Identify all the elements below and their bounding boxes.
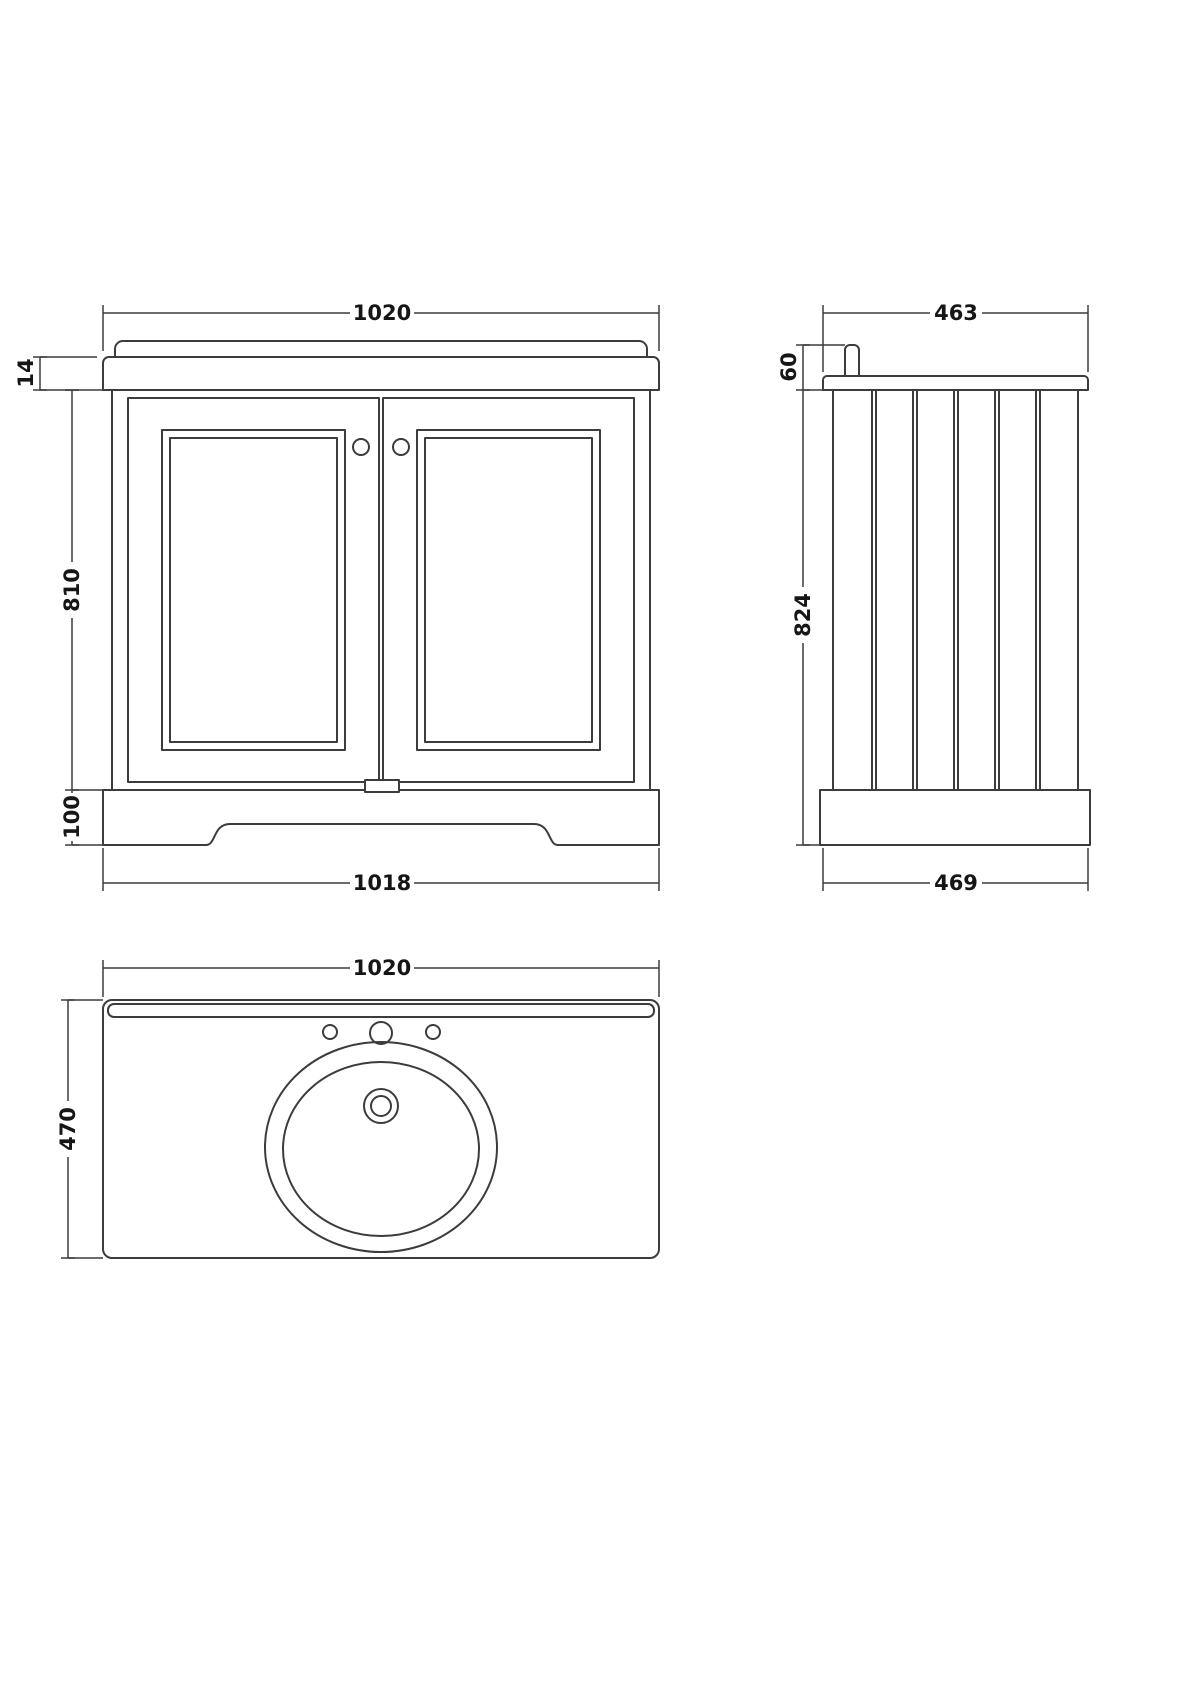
dim-side-bottom-depth-label: 469 xyxy=(934,871,978,895)
dim-side-total-height: 824 xyxy=(790,390,820,846)
front-plinth xyxy=(102,789,660,846)
dim-front-plinth-height: 100 xyxy=(59,790,103,846)
front-door-catch xyxy=(364,779,400,793)
plan-basin-outer xyxy=(264,1041,498,1253)
front-left-door xyxy=(127,397,380,783)
front-right-knob xyxy=(392,438,410,456)
dim-front-worktop-thickness: 14 xyxy=(14,356,103,391)
plan-basin-inner xyxy=(282,1061,480,1237)
side-panel xyxy=(832,389,1079,791)
front-worktop xyxy=(102,356,660,391)
front-right-door-panel xyxy=(416,429,601,751)
dim-front-bottom-width: 1018 xyxy=(102,848,660,895)
side-plinth xyxy=(819,789,1091,846)
dim-plan-depth-label: 470 xyxy=(56,1107,80,1151)
plan-tap-hole-left xyxy=(322,1024,338,1040)
side-panel-planks xyxy=(871,389,1041,791)
dim-side-top-depth: 463 xyxy=(822,301,1089,372)
dim-side-upstand-height: 60 xyxy=(777,344,845,391)
dim-plan-width: 1020 xyxy=(102,956,660,997)
front-upstand xyxy=(114,340,648,363)
plan-view: 1020 470 xyxy=(55,956,660,1259)
side-upstand xyxy=(844,344,860,379)
front-dimensions: 1020 14 810 xyxy=(14,301,660,895)
dim-plan-width-label: 1020 xyxy=(353,956,411,980)
dim-side-total-height-label: 824 xyxy=(791,593,815,637)
dim-front-top-width: 1020 xyxy=(102,301,660,351)
plan-waste-inner xyxy=(370,1095,392,1117)
front-view: 1020 14 810 xyxy=(14,301,660,895)
front-left-door-panel xyxy=(161,429,346,751)
plan-tap-holes xyxy=(322,1021,441,1045)
dim-side-top-depth-label: 463 xyxy=(934,301,978,325)
dim-side-upstand-height-label: 60 xyxy=(777,352,801,381)
plan-dimensions: 1020 470 xyxy=(55,956,660,1259)
plan-tap-hole-center xyxy=(369,1021,393,1045)
side-worktop xyxy=(822,375,1089,391)
dim-front-plinth-height-label: 100 xyxy=(60,795,84,839)
front-right-door xyxy=(382,397,635,783)
dim-front-top-width-label: 1020 xyxy=(353,301,411,325)
plan-worktop xyxy=(102,999,660,1259)
front-left-knob xyxy=(352,438,370,456)
dim-front-cabinet-height-label: 810 xyxy=(60,568,84,612)
side-view: 463 60 824 xyxy=(777,301,1091,895)
plan-upstand xyxy=(107,1003,655,1018)
plan-tap-hole-right xyxy=(425,1024,441,1040)
dim-side-bottom-depth: 469 xyxy=(822,848,1089,895)
dim-front-worktop-thickness-label: 14 xyxy=(14,358,38,387)
side-dimensions: 463 60 824 xyxy=(777,301,1089,895)
dim-plan-depth: 470 xyxy=(55,999,103,1259)
front-cabinet-frame xyxy=(111,389,651,791)
dim-front-bottom-width-label: 1018 xyxy=(353,871,411,895)
plan-waste-outer xyxy=(363,1088,399,1124)
dim-front-cabinet-height: 810 xyxy=(59,389,103,791)
